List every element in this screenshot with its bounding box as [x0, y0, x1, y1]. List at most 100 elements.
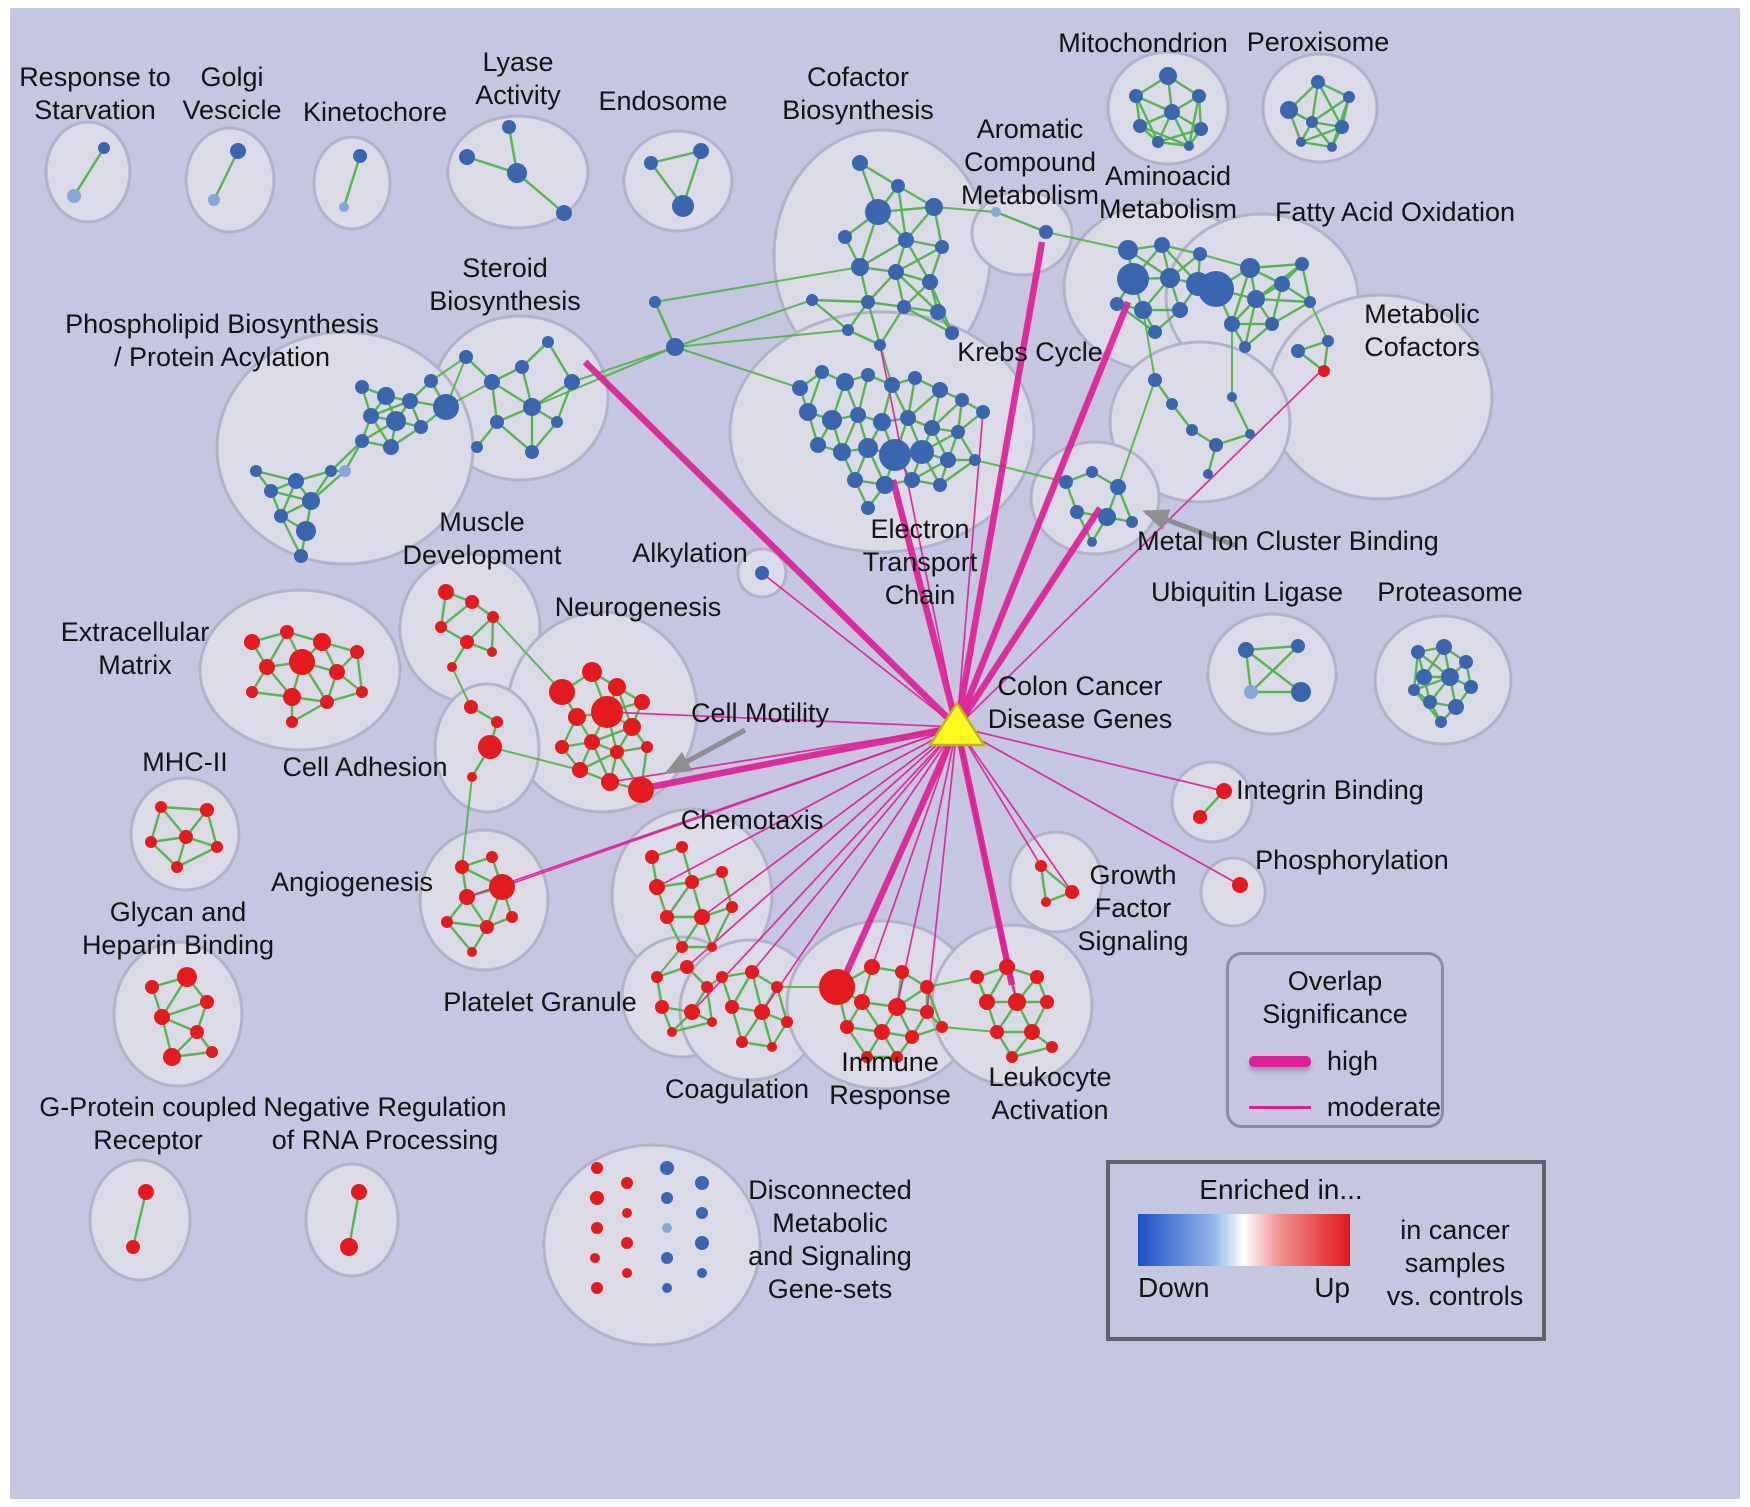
gene-set-node	[289, 649, 315, 675]
gene-set-node	[294, 549, 308, 563]
gene-set-node	[622, 1208, 632, 1218]
gene-set-node	[584, 734, 600, 750]
gene-set-node	[676, 841, 688, 853]
gene-set-node	[549, 679, 575, 705]
gene-set-node	[1459, 655, 1473, 669]
gene-set-node	[555, 740, 569, 754]
label-steroid-biosynthesis: Biosynthesis	[429, 286, 581, 316]
gene-set-node	[424, 374, 438, 388]
callout-arrow	[664, 727, 747, 775]
gene-set-node	[976, 405, 990, 419]
gene-set-node	[246, 686, 258, 698]
gene-set-node	[1118, 240, 1138, 260]
overlap-edge-moderate	[606, 711, 958, 728]
gene-set-node	[876, 476, 894, 494]
gene-set-node	[991, 207, 1001, 217]
gene-set-node	[651, 971, 663, 983]
gene-set-node	[515, 360, 529, 374]
similarity-edge-intercluster	[674, 299, 813, 348]
gene-set-node	[459, 149, 475, 165]
enrichment-gradient-labels: Down Up	[1138, 1272, 1350, 1304]
gene-set-node	[908, 371, 922, 385]
gene-set-node	[1194, 122, 1208, 136]
gene-set-node	[288, 473, 304, 489]
gene-set-node	[1343, 91, 1355, 103]
label-electron-transport-chain: Chain	[885, 580, 956, 610]
label-g-protein-coupled-receptor: G-Protein coupled	[39, 1092, 257, 1122]
gradient-down-label: Down	[1138, 1272, 1210, 1303]
label-colon-cancer-disease-genes: Disease Genes	[988, 704, 1173, 734]
gene-set-node	[484, 374, 500, 390]
gene-set-node	[621, 1237, 633, 1249]
gene-set-node	[1464, 680, 1478, 694]
gene-set-node	[1274, 276, 1290, 292]
gene-set-node	[441, 916, 453, 928]
gene-set-node	[725, 1000, 739, 1014]
similarity-edge	[710, 906, 734, 948]
gene-set-node	[970, 970, 984, 984]
gene-set-nodes	[67, 67, 1478, 1294]
label-cofactor-biosynthesis: Cofactor	[807, 62, 909, 92]
gene-set-node	[951, 425, 965, 439]
label-integrin-binding: Integrin Binding	[1236, 775, 1424, 805]
label-growth-factor-signaling: Signaling	[1077, 926, 1188, 956]
label-peroxisome: Peroxisome	[1247, 27, 1390, 57]
gene-set-node	[900, 410, 916, 426]
gene-set-node	[1041, 897, 1051, 907]
gene-set-node	[145, 836, 157, 848]
gene-set-node	[351, 1184, 367, 1200]
gene-set-node	[1280, 101, 1298, 119]
gene-set-node	[799, 403, 817, 421]
gene-set-node	[478, 735, 502, 759]
gene-set-node	[696, 1207, 708, 1219]
label-kinetochore: Kinetochore	[303, 97, 447, 127]
label-aminoacid-metabolism: Aminoacid	[1105, 161, 1231, 191]
gene-set-node	[1239, 341, 1251, 353]
label-steroid-biosynthesis: Steroid	[462, 253, 548, 283]
gene-set-node	[1110, 297, 1124, 311]
gene-set-node	[771, 981, 783, 993]
similarity-edge-intercluster	[1117, 379, 1156, 488]
gene-set-node	[126, 1240, 140, 1254]
gene-set-node	[591, 1162, 603, 1174]
similarity-edge	[176, 845, 218, 869]
gene-set-node	[924, 420, 940, 436]
label-metabolic-cofactors: Cofactors	[1364, 332, 1480, 362]
similarity-edge-intercluster	[674, 346, 801, 389]
similarity-edge-intercluster	[1142, 309, 1156, 381]
similarity-edge	[895, 245, 943, 274]
callout-arrow	[1142, 509, 1238, 549]
label-disconnected-gene-sets: Disconnected	[748, 1175, 912, 1205]
gene-set-node	[847, 472, 863, 488]
gene-set-node	[649, 296, 661, 308]
similarity-edge	[347, 1191, 361, 1248]
label-alkylation: Alkylation	[632, 538, 748, 568]
similarity-edge	[671, 1020, 713, 1034]
gene-set-node	[810, 437, 826, 453]
gene-set-node	[623, 718, 641, 736]
gene-set-node	[676, 941, 688, 953]
gene-set-node	[865, 199, 891, 225]
label-platelet-granule: Platelet Granule	[443, 987, 637, 1017]
gene-set-node	[200, 995, 214, 1009]
similarity-edge	[446, 921, 473, 953]
gene-set-node	[925, 198, 943, 216]
gene-set-node	[936, 1021, 948, 1033]
gene-set-node	[155, 801, 167, 813]
similarity-edge	[1187, 95, 1201, 147]
similarity-edge	[903, 305, 953, 335]
gene-set-node	[200, 803, 214, 817]
gene-set-node	[414, 420, 428, 434]
similarity-edge	[1255, 297, 1311, 304]
gene-set-node	[467, 772, 477, 782]
gene-set-node	[339, 202, 349, 212]
gene-set-node	[163, 1048, 181, 1066]
enrichment-gradient	[1138, 1214, 1350, 1266]
gene-set-node	[145, 980, 159, 994]
gene-set-node	[386, 411, 406, 431]
label-muscle-development: Development	[402, 540, 562, 570]
overlap-legend-title-line2: Significance	[1262, 999, 1408, 1029]
gene-set-node	[320, 695, 334, 709]
